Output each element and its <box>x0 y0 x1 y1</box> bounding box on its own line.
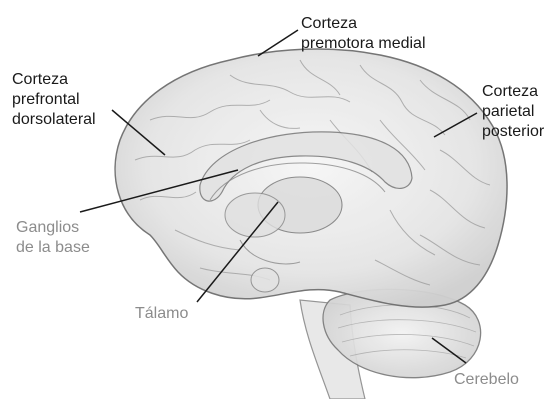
label-thalamus: Tálamo <box>135 304 188 324</box>
label-basal-ganglia: Ganglios de la base <box>16 218 90 258</box>
label-cerebellum: Cerebelo <box>454 370 519 390</box>
label-parietal-cortex: Corteza parietal posterior <box>482 82 544 142</box>
label-prefrontal-cortex: Corteza prefrontal dorsolateral <box>12 70 96 130</box>
label-premotor-cortex: Corteza premotora medial <box>301 14 426 54</box>
